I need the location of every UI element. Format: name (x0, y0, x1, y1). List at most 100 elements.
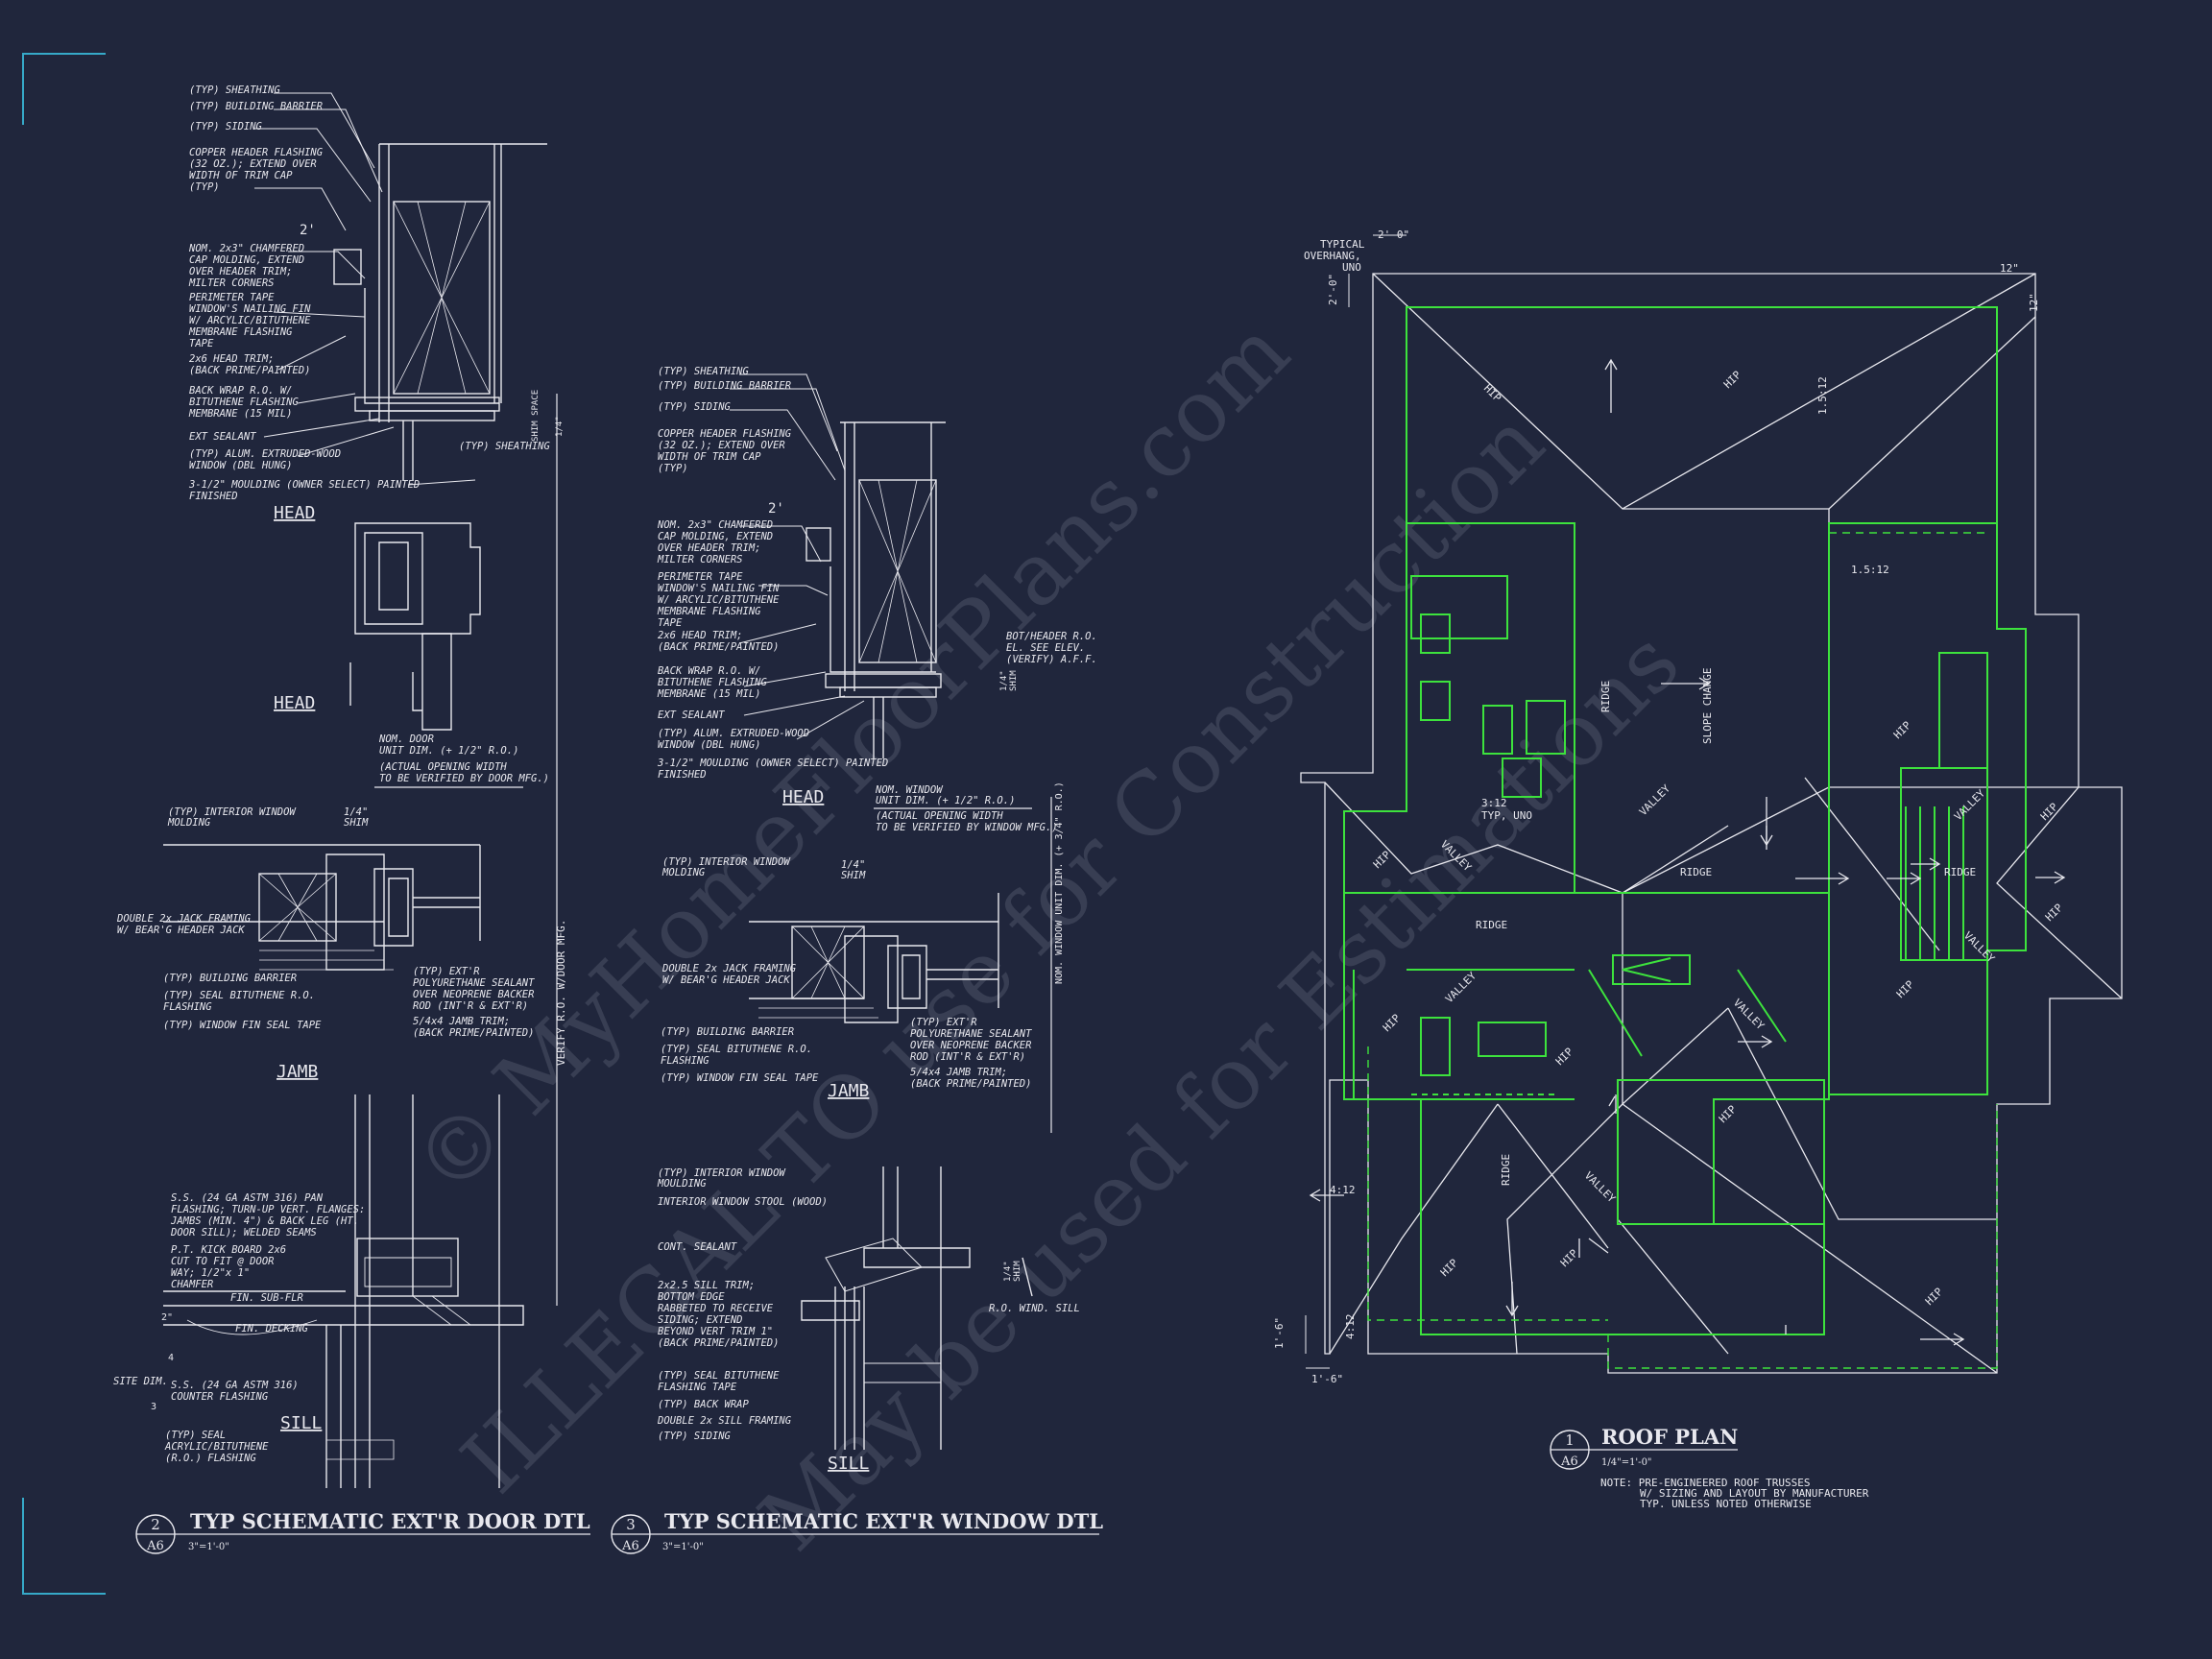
door-sill-section (163, 1094, 524, 1488)
window-head-bot-line-2: (VERIFY) A.F.F. (1006, 654, 1097, 665)
roof-label-valley-4: VALLEY (1731, 997, 1767, 1033)
roof-label-pitch-4: 4:12 (1330, 1184, 1356, 1196)
door-jamb-shim-text-1: SHIM (344, 817, 369, 829)
roof-note-line-2: TYP. UNLESS NOTED OTHERWISE (1640, 1498, 1812, 1510)
window-sill-note-3: CONT. SEALANT (658, 1241, 737, 1253)
window-jamb-left-note-1: MOLDING (661, 867, 706, 878)
door-detail-title: TYP SCHEMATIC EXT'R DOOR DTL (190, 1509, 590, 1533)
window-head-note-14: MEMBRANE FLASHING (657, 606, 761, 617)
door-head-dim-quarter: 1/4" (555, 416, 565, 437)
window-sill-note-10: (TYP) SEAL BITUTHENE (658, 1370, 780, 1382)
roof-note-line-1: W/ SIZING AND LAYOUT BY MANUFACTURER (1640, 1487, 1869, 1500)
door-sill-note-13: (TYP) SEAL (165, 1430, 226, 1441)
window-head-note-19: BITUTHENE FLASHING (658, 677, 767, 688)
window-head-bot-line-1: EL. SEE ELEV. (1006, 642, 1085, 654)
door-head-note-0: (TYP) SHEATHING (189, 84, 281, 96)
window-sill-shim: 1/4"SHIM (1003, 1261, 1022, 1282)
roof-plan-title-block: 1 A6 ROOF PLAN 1/4"=1'-0" (1550, 1425, 1738, 1470)
window-detail-number: 3 (626, 1516, 636, 1533)
door-head-note-13: W/ ARCYLIC/BITUTHENE (189, 315, 311, 326)
window-detail-title: TYP SCHEMATIC EXT'R WINDOW DTL (664, 1509, 1103, 1533)
door-head-section (333, 143, 547, 731)
door-head-note-23: WINDOW (DBL HUNG) (189, 460, 292, 471)
door-sill-note-10: SITE DIM. (113, 1376, 168, 1387)
window-sill-note-14: (TYP) SIDING (658, 1431, 732, 1442)
window-sill-note-13: DOUBLE 2x SILL FRAMING (657, 1415, 792, 1427)
window-jamb-right-note-5: (BACK PRIME/PAINTED) (910, 1078, 1031, 1090)
roof-label-ridge-5: RIDGE (1500, 1154, 1512, 1186)
window-jamb-left-note-6: FLASHING (661, 1055, 709, 1067)
door-head-note-17: (BACK PRIME/PAINTED) (189, 365, 310, 376)
window-head-note-13: W/ ARCYLIC/BITUTHENE (658, 594, 780, 606)
roof-plan-labels: TYPICALOVERHANG,UNO2'-0"2'-0"12"12"1'-6"… (1273, 228, 2065, 1385)
window-jamb-shim: 1/4"SHIM (841, 859, 866, 881)
roof-dim-5: 1'-6" (1311, 1373, 1343, 1385)
door-head-note-11: PERIMETER TAPE (189, 292, 275, 303)
window-head-note-5: WIDTH OF TRIM CAP (658, 451, 761, 463)
door-sill-note-7: CHAMFER (171, 1279, 213, 1290)
window-sill-note-4: 2x2.5 SILL TRIM; (658, 1280, 755, 1291)
door-verify-note: VERIFY R.O. W/DOOR MFG. (555, 920, 567, 1066)
door-sill-note-11: S.S. (24 GA ASTM 316) (171, 1380, 299, 1391)
window-jamb-label: JAMB (828, 1081, 869, 1101)
window-sill-note-12: (TYP) BACK WRAP (658, 1399, 750, 1410)
roof-label-valley-3: VALLEY (1637, 782, 1673, 819)
window-jamb-left-note-7: (TYP) WINDOW FIN SEAL TAPE (661, 1072, 819, 1084)
window-title-block: 3 A6 TYP SCHEMATIC EXT'R WINDOW DTL 3"=1… (611, 1509, 1103, 1554)
door-sill-label: SILL (280, 1413, 323, 1433)
window-head-note-20: MEMBRANE (15 MIL) (657, 688, 760, 700)
window-head-note-9: OVER HEADER TRIM; (658, 542, 760, 554)
door-sill-note-15: (R.O.) FLASHING (165, 1453, 257, 1464)
window-head-leaders (730, 373, 865, 740)
roof-dim-3: 12" (2028, 293, 2040, 312)
roof-dim-2: 12" (2000, 262, 2019, 275)
window-sill-shim-text-1: SHIM (1013, 1261, 1022, 1282)
window-head-shim-text-1: SHIM (1009, 670, 1019, 691)
door-head-note-21: EXT SEALANT (189, 431, 256, 443)
window-sill-note-7: SIDING; EXTEND (658, 1314, 743, 1326)
door-jamb-right-note-0: (TYP) EXT'R (413, 966, 480, 977)
roof-label-pitch-2: 1.5:12 (1851, 564, 1889, 576)
roof-label-pitch-5: 4:12 (1344, 1314, 1357, 1340)
roof-label-hip-2: HIP (1721, 369, 1744, 392)
window-sill-section (801, 1166, 1033, 1450)
door-head-label-2: HEAD (274, 693, 315, 713)
window-jamb-section (749, 893, 999, 1023)
roof-overhang-note-2: UNO (1342, 261, 1361, 274)
roof-label-ridge-4: RIDGE (1944, 866, 1976, 878)
window-head-note-4: (32 OZ.); EXTEND OVER (658, 440, 785, 451)
window-detail-sheet: A6 (621, 1539, 639, 1553)
roof-plan-green-dashed (1367, 532, 1998, 1369)
door-sill-note-5: CUT TO FIT @ DOOR (171, 1256, 274, 1267)
door-sill-dim-3: 3 (151, 1402, 156, 1412)
door-jamb-unit-dim-line-1: UNIT DIM. (+ 1/2" R.O.) (379, 745, 518, 757)
window-head-note-6: (TYP) (658, 463, 688, 474)
door-sill-dims: 2" 4 3 (151, 1312, 174, 1412)
door-head-note-1: (TYP) BUILDING BARRIER (189, 101, 323, 112)
window-jamb-unit-dim-line-3: TO BE VERIFIED BY WINDOW MFG.) (876, 822, 1058, 833)
window-sill-note-2: INTERIOR WINDOW STOOL (WOOD) (658, 1196, 828, 1208)
window-head-note-3: COPPER HEADER FLASHING (658, 428, 792, 440)
window-jamb-right-note-2: OVER NEOPRENE BACKER (910, 1040, 1031, 1051)
window-jamb-unit-dim-line-2: (ACTUAL OPENING WIDTH (876, 810, 1003, 822)
window-detail-scale: 3"=1'-0" (662, 1542, 704, 1552)
roof-label-hip-9: HIP (1923, 1286, 1946, 1309)
roof-plan-title: ROOF PLAN (1601, 1425, 1738, 1449)
door-head-leaders (254, 92, 476, 486)
window-unit-dim-note: NOM. WINDOW UNIT DIM. (+ 3/4" R.O.) (1054, 781, 1065, 984)
door-jamb-left-note-4: (TYP) BUILDING BARRIER (163, 973, 297, 984)
roof-label-pitch-3: 3:12 (1481, 797, 1507, 809)
window-head-label: HEAD (782, 787, 824, 807)
window-sill-note-5: BOTTOM EDGE (658, 1291, 725, 1303)
roof-label-hip-8: HIP (1558, 1247, 1581, 1270)
window-head-note-24: 3-1/2" MOULDING (OWNER SELECT) PAINTED (657, 757, 888, 769)
door-jamb-unit-dim-line-0: NOM. DOOR (378, 733, 434, 745)
window-head-section (805, 421, 946, 758)
window-sill-note-11: FLASHING TAPE (658, 1382, 737, 1393)
window-head-note-22: (TYP) ALUM. EXTRUDED-WOOD (658, 728, 809, 739)
